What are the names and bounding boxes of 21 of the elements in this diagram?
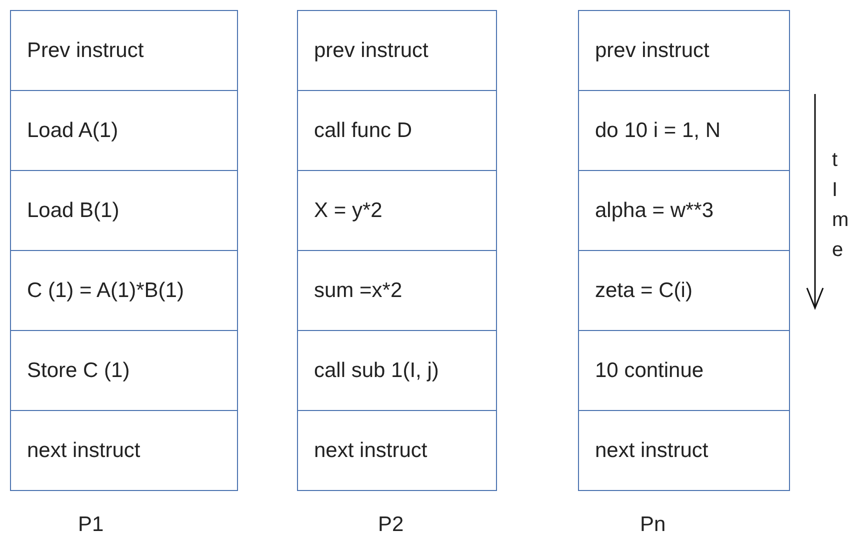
instruction-row: 10 continue: [578, 331, 790, 411]
instruction-row: call sub 1(I, j): [297, 331, 497, 411]
column-label: P2: [378, 513, 404, 537]
instruction-row: sum =x*2: [297, 251, 497, 331]
instruction-row: alpha = w**3: [578, 171, 790, 251]
instruction-row: zeta = C(i): [578, 251, 790, 331]
instruction-row: Load B(1): [10, 171, 238, 251]
instruction-row: prev instruct: [297, 11, 497, 91]
instruction-row: call func D: [297, 91, 497, 171]
instruction-row: next instruct: [578, 411, 790, 491]
instruction-row: X = y*2: [297, 171, 497, 251]
instruction-row: Load A(1): [10, 91, 238, 171]
column-label: P1: [78, 513, 104, 537]
instruction-row: prev instruct: [578, 11, 790, 91]
instruction-row: C (1) = A(1)*B(1): [10, 251, 238, 331]
instruction-row: do 10 i = 1, N: [578, 91, 790, 171]
instruction-row: Store C (1): [10, 331, 238, 411]
instruction-row: next instruct: [297, 411, 497, 491]
column-label: Pn: [640, 513, 666, 537]
instruction-row: next instruct: [10, 411, 238, 491]
instruction-row: Prev instruct: [10, 11, 238, 91]
